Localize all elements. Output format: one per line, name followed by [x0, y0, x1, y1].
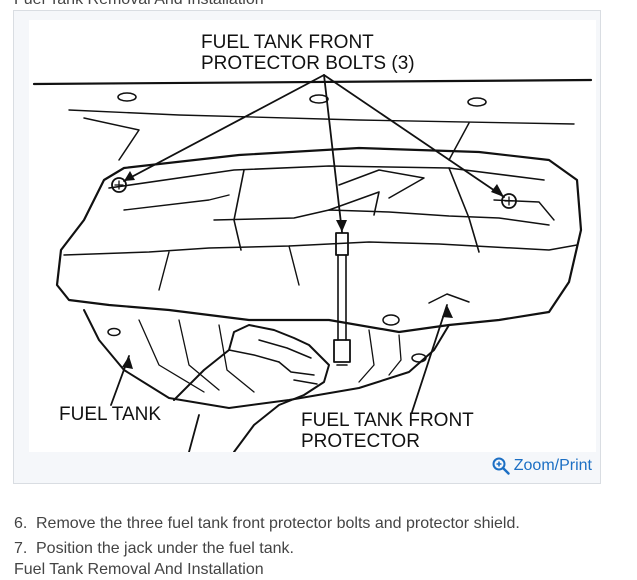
- label-bolts-line2: PROTECTOR BOLTS (3): [201, 53, 415, 74]
- bottom-caption: Fuel Tank Removal And Installation: [14, 561, 264, 578]
- top-caption: Fuel Tank Removal And Installation: [14, 0, 264, 9]
- zoom-print-link[interactable]: Zoom/Print: [492, 457, 592, 475]
- label-protector-line1: FUEL TANK FRONT: [301, 410, 474, 431]
- step-number: 6.: [14, 515, 28, 532]
- magnifier-plus-icon: [492, 457, 510, 475]
- label-bolts-line1: FUEL TANK FRONT: [201, 32, 374, 53]
- zoom-print-label: Zoom/Print: [513, 457, 592, 474]
- step-number: 7.: [14, 540, 28, 557]
- step-7: 7. Position the jack under the fuel tank.: [14, 536, 520, 561]
- figure-container: FUEL TANK FRONT PROTECTOR BOLTS (3) FUEL…: [13, 10, 601, 484]
- step-6: 6. Remove the three fuel tank front prote…: [14, 511, 520, 536]
- step-text: Remove the three fuel tank front protect…: [36, 515, 520, 532]
- fuel-tank-diagram[interactable]: FUEL TANK FRONT PROTECTOR BOLTS (3) FUEL…: [29, 20, 596, 452]
- instruction-steps: 6. Remove the three fuel tank front prote…: [14, 511, 520, 561]
- label-protector-line2: PROTECTOR: [301, 431, 420, 452]
- label-fuel-tank: FUEL TANK: [59, 404, 161, 425]
- diagram-drawing: FUEL TANK FRONT PROTECTOR BOLTS (3) FUEL…: [32, 32, 593, 452]
- step-text: Position the jack under the fuel tank.: [36, 540, 294, 557]
